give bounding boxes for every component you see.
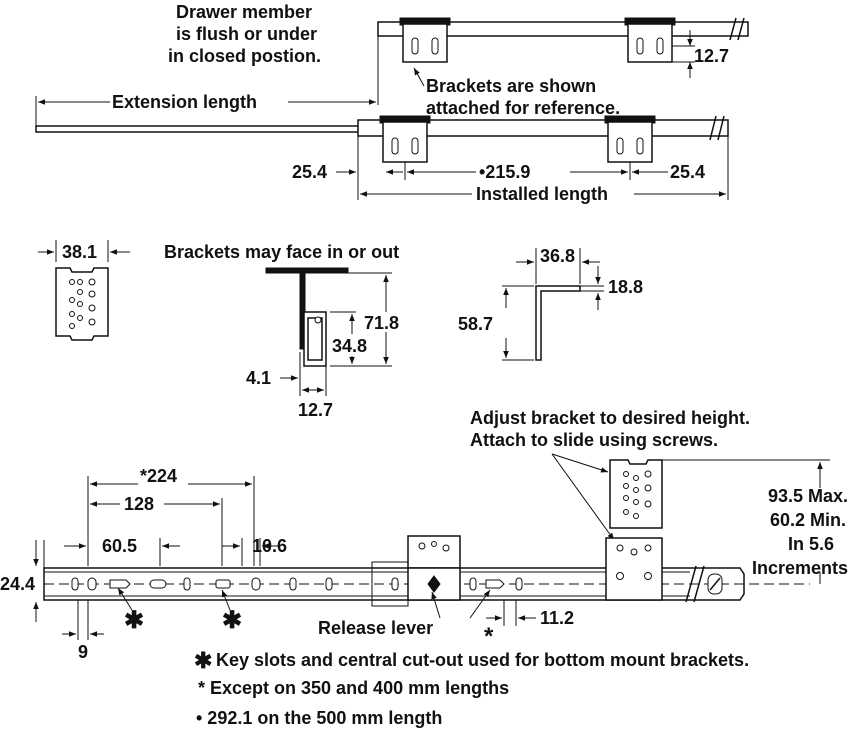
dim-128: 128: [124, 494, 154, 514]
footnote-500mm: • 292.1 on the 500 mm length: [196, 708, 442, 728]
extended-slide-view: Extension length 25.4 •215.9 25.4 Instal…: [35, 92, 729, 204]
dim-215-9: •215.9: [479, 162, 530, 182]
dim-24-4: 24.4: [0, 574, 35, 594]
note-adjust: Adjust bracket to desired height. Attach…: [470, 408, 750, 450]
svg-text:In 5.6: In 5.6: [788, 534, 834, 554]
note-height: 93.5 Max. 60.2 Min. In 5.6 Increments: [752, 486, 848, 578]
dim-18-8: 18.8: [608, 277, 643, 297]
dim-25-4-right: 25.4: [670, 162, 705, 182]
dim-extension-length: Extension length: [112, 92, 257, 112]
star-marker: ✱: [124, 607, 144, 634]
slide-side-view: Adjust bracket to desired height. Attach…: [0, 408, 848, 662]
release-lever-label: Release lever: [318, 618, 433, 638]
svg-text:in closed postion.: in closed postion.: [168, 46, 321, 66]
dim-installed-length: Installed length: [476, 184, 608, 204]
height-bracket-lower: [605, 537, 663, 601]
break-mark: [709, 115, 725, 141]
svg-text:93.5 Max.: 93.5 Max.: [768, 486, 848, 506]
dim-71-8: 71.8: [364, 313, 399, 333]
note-brackets-shown: Brackets are shown attached for referenc…: [413, 67, 620, 118]
svg-text:Drawer member: Drawer member: [176, 2, 312, 22]
closed-slide-view: 12.7: [377, 17, 749, 105]
dim-36-8: 36.8: [540, 246, 575, 266]
note-flush: Drawer member is flush or under in close…: [168, 2, 321, 66]
dim-38-1: 38.1: [62, 242, 97, 262]
dim-11-2: 11.2: [540, 608, 574, 628]
dim-224: *224: [140, 466, 177, 486]
footnotes: ✱ Key slots and central cut-out used for…: [194, 648, 749, 728]
dim-60-5: 60.5: [102, 536, 137, 556]
bracket-side-section: Brackets may face in or out 34.8 71.8 4.…: [164, 242, 399, 420]
bracket-front-extended: [382, 121, 428, 163]
star-marker: ✱: [222, 607, 242, 634]
angle-bracket-view: 36.8 18.8 58.7: [458, 246, 643, 361]
svg-text:Adjust bracket to desired heig: Adjust bracket to desired height.: [470, 408, 750, 428]
drawer-bottom-section: [265, 267, 349, 274]
break-mark: [729, 17, 745, 41]
asterisk-marker: *: [484, 623, 494, 650]
dim-9: 9: [78, 642, 88, 662]
star-glyph: ✱: [194, 648, 212, 673]
dim-34-8: 34.8: [332, 336, 367, 356]
bracket-rear-extended: [607, 121, 653, 163]
dim-25-4-left: 25.4: [292, 162, 327, 182]
dim-58-7: 58.7: [458, 314, 493, 334]
bracket-front: [402, 23, 448, 63]
footnote-except: * Except on 350 and 400 mm lengths: [198, 678, 509, 698]
svg-text:is flush or under: is flush or under: [176, 24, 317, 44]
svg-text:attached for reference.: attached for reference.: [426, 98, 620, 118]
svg-text:60.2 Min.: 60.2 Min.: [770, 510, 846, 530]
svg-text:Brackets are shown: Brackets are shown: [426, 76, 596, 96]
dim-12-7-section: 12.7: [298, 400, 333, 420]
svg-text:Attach to slide using screws.: Attach to slide using screws.: [470, 430, 718, 450]
svg-text:Increments: Increments: [752, 558, 848, 578]
dim-10-6: 10.6: [252, 536, 287, 556]
dim-12-7-top: 12.7: [694, 46, 729, 66]
bracket-rear: [627, 23, 673, 63]
bracket-web: [299, 272, 306, 350]
bracket-front-view: 38.1: [38, 240, 130, 341]
footnote-key-slots: Key slots and central cut-out used for b…: [216, 650, 749, 670]
dim-4-1: 4.1: [246, 368, 271, 388]
note-face: Brackets may face in or out: [164, 242, 399, 262]
